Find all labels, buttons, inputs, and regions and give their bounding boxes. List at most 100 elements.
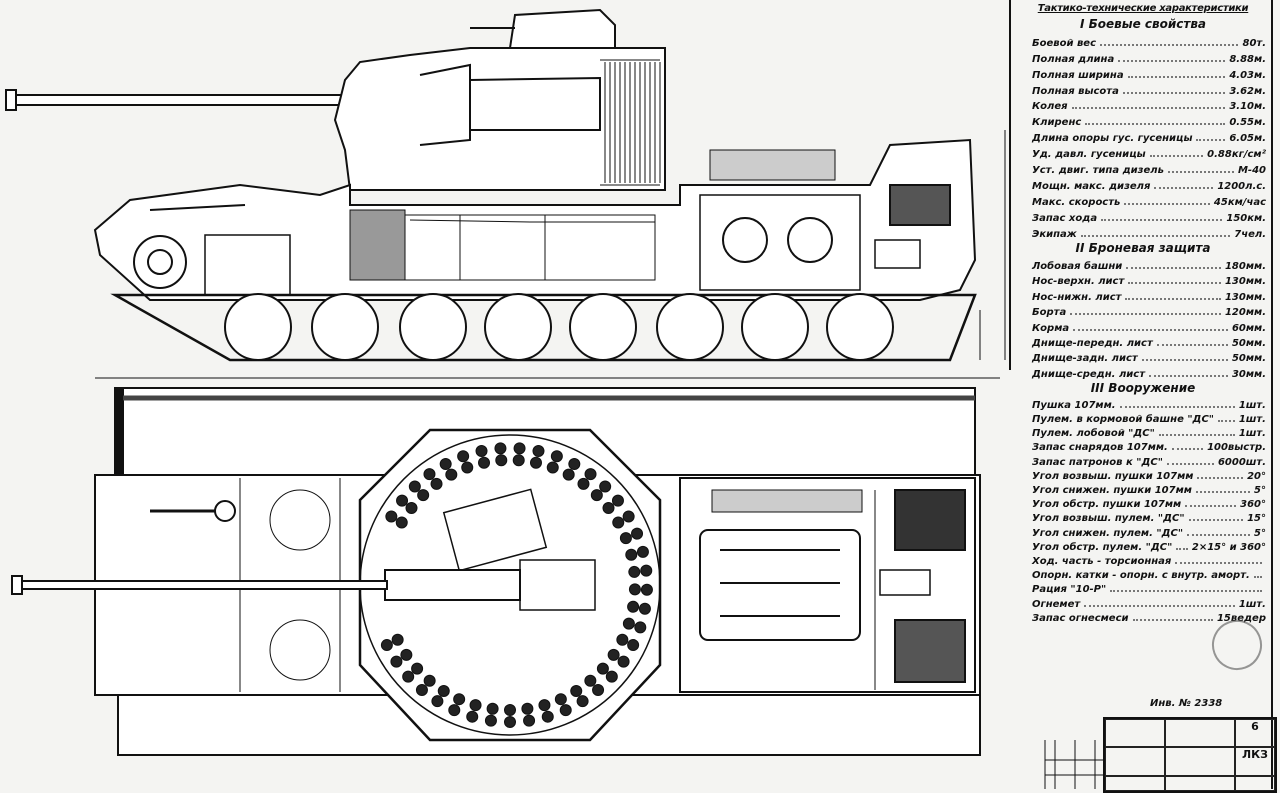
engine-top	[699, 529, 861, 641]
leader-dots	[1080, 234, 1231, 237]
shell-round	[423, 674, 436, 687]
turret-mantlet	[419, 63, 471, 146]
road-wheel	[399, 293, 467, 361]
leader-dots	[1196, 139, 1226, 142]
shell-round	[431, 695, 444, 708]
spec-value: 50мм.	[1231, 353, 1266, 365]
spec-value: 15°	[1247, 513, 1266, 525]
spec-row: Полная длина 8.88м.	[1012, 49, 1274, 65]
shell-round	[590, 489, 603, 502]
shell-round	[400, 648, 413, 661]
spec-label: Ход. часть - торсионная	[1032, 555, 1172, 567]
spec-value: 1шт.	[1238, 598, 1266, 610]
spec-label: Угол обстр. пулем. "ДС"	[1032, 541, 1173, 553]
spec-value: 120мм.	[1224, 307, 1266, 319]
spec-row: Длина опоры гус. гусеницы 6.05м.	[1012, 128, 1274, 144]
road-wheel	[741, 293, 809, 361]
spec-row: Полная высота 3.62м.	[1012, 81, 1274, 97]
spec-label: Запас огнесмеси	[1032, 612, 1129, 624]
spec-row: Запас хода 150км.	[1012, 208, 1274, 224]
hatch-top	[269, 489, 331, 551]
spec-label: Днище-задн. лист	[1032, 353, 1138, 365]
spec-label: Пулем. лобовой "ДС"	[1032, 428, 1155, 440]
spec-row: Нос-нижн. лист 130мм.	[1012, 287, 1274, 303]
spec-row: Уст. двиг. типа дизель М-40	[1012, 160, 1274, 176]
leader-dots	[1110, 590, 1262, 593]
spec-value: 150км.	[1226, 212, 1266, 224]
shell-round	[622, 617, 635, 630]
spec-row: Нос-верхн. лист 130мм.	[1012, 272, 1274, 287]
section-heading: I Боевые свойства	[1079, 17, 1207, 31]
spec-value: 180мм.	[1224, 260, 1266, 272]
spec-value: 1200л.с.	[1217, 180, 1266, 192]
spec-value: 30мм.	[1231, 368, 1266, 380]
main-turret-side	[333, 47, 666, 191]
shell-round	[484, 714, 497, 727]
spec-label: Пулем. в кормовой башне "ДС"	[1032, 414, 1214, 426]
spec-value: 5°	[1254, 527, 1266, 539]
spec-row: Днище-задн. лист 50мм.	[1012, 349, 1274, 364]
road-wheel	[311, 293, 379, 361]
main-gun-barrel-top	[21, 580, 388, 590]
spec-label: Запас хода	[1032, 212, 1098, 224]
leader-dots	[1156, 343, 1228, 346]
road-wheel	[224, 293, 292, 361]
spec-value: 130мм.	[1224, 291, 1266, 303]
shell-round	[495, 454, 508, 467]
spec-section: III Вооружение Пушка 107мм. 1шт. Пулем. …	[1012, 380, 1274, 624]
shell-round	[562, 468, 575, 481]
leader-dots	[1125, 297, 1221, 300]
spec-label: Днище-передн. лист	[1032, 337, 1153, 349]
spec-row: Запас огнесмеси 15ведер	[1012, 610, 1274, 624]
spec-value: 360°	[1240, 499, 1266, 511]
spec-row: Боевой вес 80т.	[1012, 33, 1274, 49]
radiator	[894, 619, 966, 683]
leader-dots	[1141, 359, 1228, 362]
shell-round	[475, 444, 488, 457]
side-view	[5, 8, 1006, 362]
ammo-box	[442, 488, 548, 572]
shell-round	[596, 662, 609, 675]
shell-round	[504, 704, 516, 716]
hatch-top	[269, 619, 331, 681]
spec-label: Экипаж	[1032, 228, 1077, 240]
spec-row: Запас патронов к "ДС" 6000шт.	[1012, 453, 1274, 468]
leader-dots	[1132, 618, 1213, 621]
spec-value: 80т.	[1242, 37, 1266, 49]
shell-round	[439, 458, 452, 471]
shell-round	[550, 450, 563, 463]
spec-row: Борта 120мм.	[1012, 303, 1274, 318]
shell-round	[411, 662, 424, 675]
leader-dots	[1073, 328, 1228, 331]
leader-dots	[1187, 533, 1251, 536]
shell-round	[461, 461, 474, 474]
spec-row: Огнемет 1шт.	[1012, 595, 1274, 610]
rear-turret-side	[508, 8, 616, 49]
road-wheel	[484, 293, 552, 361]
leader-dots	[1100, 43, 1239, 46]
spec-value: 130мм.	[1224, 276, 1266, 288]
shell-round	[628, 583, 641, 596]
specs-title: Тактико-технические характеристики	[1037, 3, 1249, 14]
spec-label: Пушка 107мм.	[1032, 399, 1116, 411]
spec-row: Угол возвыш. пушки 107мм 20°	[1012, 468, 1274, 482]
spec-row: Лобовая башни 180мм.	[1012, 257, 1274, 272]
shell-round	[453, 693, 466, 706]
shell-round	[592, 683, 605, 696]
spec-label: Запас патронов к "ДС"	[1032, 456, 1163, 468]
spec-row: Уд. давл. гусеницы 0.88кг/см²	[1012, 144, 1274, 160]
spec-value: 7чел.	[1234, 228, 1266, 240]
spec-label: Угол снижен. пушки 107мм	[1032, 485, 1192, 497]
ammo-rack	[349, 209, 406, 281]
spec-label: Полная длина	[1032, 53, 1115, 65]
spec-value: 100выстр.	[1207, 442, 1266, 454]
shell-round	[395, 516, 408, 529]
shell-round	[529, 456, 542, 469]
shell-round	[622, 510, 635, 523]
shell-round	[638, 602, 651, 615]
shell-round	[640, 564, 653, 577]
leader-dots	[1085, 123, 1226, 126]
leader-dots	[1122, 91, 1226, 94]
shell-round	[494, 442, 507, 455]
inventory-number: Инв. № 2338	[1150, 698, 1223, 709]
